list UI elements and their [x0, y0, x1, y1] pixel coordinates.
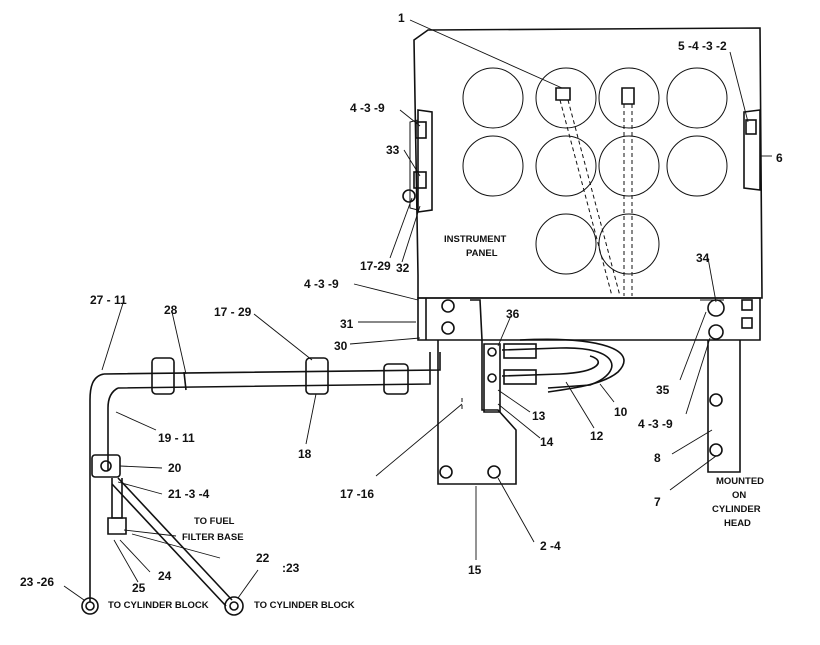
- callout-7: 7: [654, 495, 661, 509]
- callout-34: 34: [696, 251, 710, 265]
- note-cyl-block-right: TO CYLINDER BLOCK: [254, 600, 355, 611]
- flex-hoses: [501, 338, 625, 393]
- callout-36: 36: [506, 307, 520, 321]
- note-cyl-block-left: TO CYLINDER BLOCK: [108, 600, 209, 611]
- callout-35: 35: [656, 383, 670, 397]
- callout-19-11: 19 - 11: [158, 431, 195, 445]
- mounting-bracket: [417, 297, 761, 341]
- panel-label-line1: INSTRUMENT: [444, 234, 506, 245]
- callout-13: 13: [532, 409, 546, 423]
- callout-24: 24: [158, 569, 172, 583]
- callout-4-3-9-mid: 4 -3 -9: [304, 277, 339, 291]
- callout-21-3-4: 21 -3 -4: [168, 487, 210, 501]
- callout-23-dots: :23: [282, 561, 300, 575]
- callout-2-4: 2 -4: [540, 539, 561, 553]
- callout-33: 33: [386, 143, 400, 157]
- callout-27-11: 27 - 11: [90, 293, 127, 307]
- callout-23-26: 23 -26: [20, 575, 54, 589]
- callout-28: 28: [164, 303, 178, 317]
- callout-30: 30: [334, 339, 348, 353]
- instrument-panel: [402, 27, 763, 299]
- leader-lines: [63, 19, 772, 601]
- cylinder-head-bracket: [707, 340, 741, 473]
- callout-4-3-9-right: 4 -3 -9: [638, 417, 673, 431]
- callout-14: 14: [540, 435, 554, 449]
- tube-assembly: [81, 352, 441, 616]
- callout-18: 18: [298, 447, 312, 461]
- panel-label: INSTRUMENT PANEL: [444, 234, 506, 259]
- note-cyl-head-line2: ON: [732, 490, 746, 501]
- note-fuel-line1: TO FUEL: [194, 516, 235, 527]
- notes: TO FUEL FILTER BASE TO CYLINDER BLOCK TO…: [108, 476, 764, 611]
- callout-6: 6: [776, 151, 783, 165]
- gauge-holes: [462, 67, 728, 275]
- callout-32: 32: [396, 261, 410, 275]
- callout-25: 25: [132, 581, 146, 595]
- callout-20: 20: [168, 461, 182, 475]
- note-cyl-head-line1: MOUNTED: [716, 476, 764, 487]
- note-cyl-head-line3: CYLINDER: [712, 504, 761, 515]
- callout-1: 1: [398, 11, 405, 25]
- callout-15: 15: [468, 563, 482, 577]
- callout-12: 12: [590, 429, 604, 443]
- vertical-bracket: [437, 340, 517, 485]
- callout-17-16: 17 -16: [340, 487, 374, 501]
- note-fuel-line2: FILTER BASE: [182, 532, 244, 543]
- callout-22: 22: [256, 551, 270, 565]
- callout-17-29-mid: 17 - 29: [214, 305, 252, 319]
- callout-17-29-top: 17-29: [360, 259, 391, 273]
- callout-8: 8: [654, 451, 661, 465]
- callout-5-4-3-2: 5 -4 -3 -2: [678, 39, 727, 53]
- note-cyl-head-line4: HEAD: [724, 518, 751, 529]
- callout-31: 31: [340, 317, 354, 331]
- callout-4-3-9-top: 4 -3 -9: [350, 101, 385, 115]
- callout-10: 10: [614, 405, 628, 419]
- callout-numbers: 1 5 -4 -3 -2 6 4 -3 -9 33 17-29 32 34 4 …: [20, 11, 783, 595]
- panel-label-line2: PANEL: [466, 248, 498, 259]
